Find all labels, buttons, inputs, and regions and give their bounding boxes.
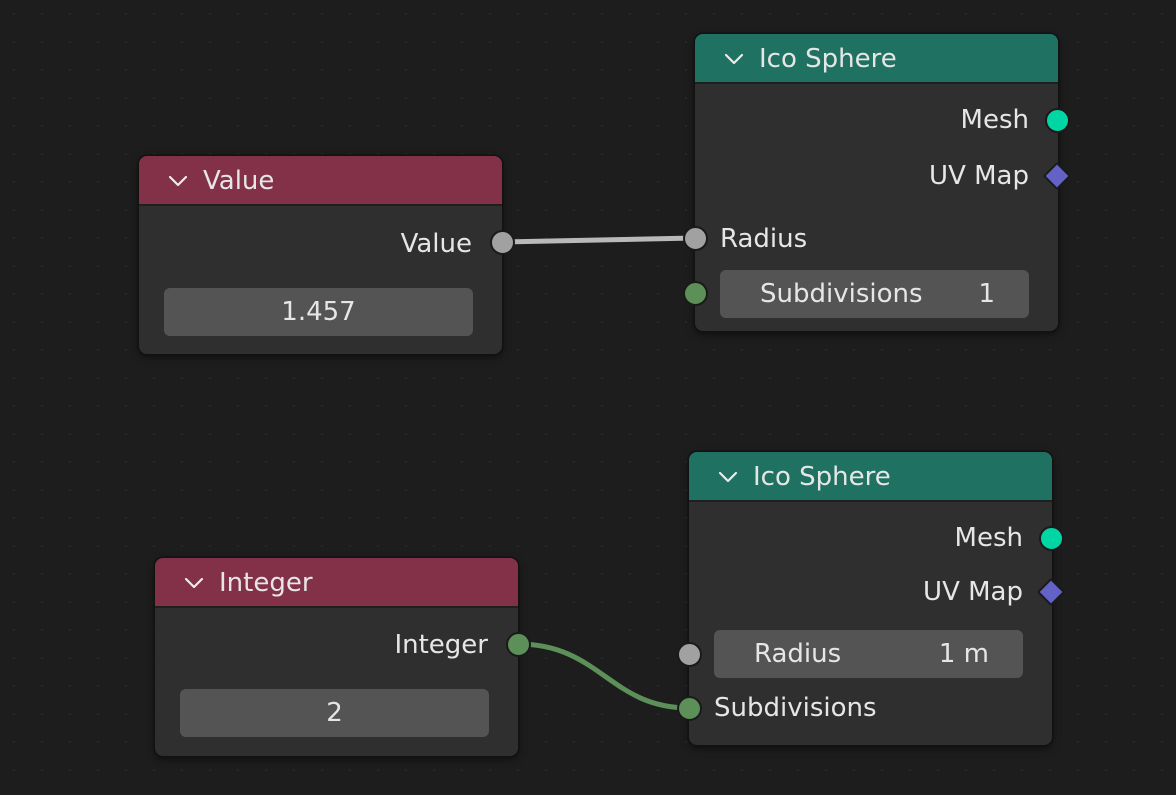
node-header[interactable]: Integer <box>155 558 518 608</box>
link-integer-to-subdivisions[interactable] <box>515 641 692 711</box>
radius-field-value: 1 m <box>938 639 989 669</box>
output-label-mesh: Mesh <box>954 523 1023 553</box>
integer-field[interactable]: 2 <box>180 689 489 737</box>
socket-subdivisions-input[interactable] <box>677 696 702 721</box>
integer-field-number: 2 <box>326 698 343 728</box>
chevron-down-icon[interactable] <box>183 572 205 594</box>
node-header[interactable]: Ico Sphere <box>689 452 1052 502</box>
chevron-down-icon[interactable] <box>723 48 745 70</box>
node-header[interactable]: Value <box>139 156 502 206</box>
node-title: Value <box>203 166 275 196</box>
node-header[interactable]: Ico Sphere <box>695 34 1058 84</box>
radius-field[interactable]: Radius 1 m <box>714 630 1023 678</box>
ico-sphere-node[interactable]: Ico Sphere Mesh UV Map Radius Subdivisio… <box>695 34 1058 331</box>
output-label-value: Value <box>400 229 472 259</box>
node-title: Integer <box>219 568 313 598</box>
value-field[interactable]: 1.457 <box>164 288 473 336</box>
socket-subdivisions-input[interactable] <box>683 281 708 306</box>
link-value-to-radius[interactable] <box>499 235 698 245</box>
radius-field-label: Radius <box>754 639 842 669</box>
node-title: Ico Sphere <box>759 44 897 74</box>
input-label-subdivisions: Subdivisions <box>714 693 877 723</box>
chevron-down-icon[interactable] <box>717 466 739 488</box>
output-label-integer: Integer <box>394 630 488 660</box>
chevron-down-icon[interactable] <box>167 170 189 192</box>
socket-radius-input[interactable] <box>683 226 708 251</box>
socket-mesh-output[interactable] <box>1045 108 1070 133</box>
node-title: Ico Sphere <box>753 462 891 492</box>
input-label-radius: Radius <box>720 224 808 254</box>
value-field-number: 1.457 <box>281 297 356 327</box>
subdivisions-field-value: 1 <box>978 279 995 309</box>
subdivisions-field-label: Subdivisions <box>760 279 923 309</box>
socket-radius-input[interactable] <box>677 642 702 667</box>
socket-value-output[interactable] <box>490 230 515 255</box>
subdivisions-field[interactable]: Subdivisions 1 <box>720 270 1029 318</box>
output-label-uv-map: UV Map <box>923 577 1023 607</box>
ico-sphere-node[interactable]: Ico Sphere Mesh UV Map Radius 1 m Subdiv… <box>689 452 1052 745</box>
output-label-mesh: Mesh <box>960 105 1029 135</box>
output-label-uv-map: UV Map <box>929 161 1029 191</box>
integer-node[interactable]: Integer Integer 2 <box>155 558 518 756</box>
socket-mesh-output[interactable] <box>1039 526 1064 551</box>
socket-integer-output[interactable] <box>506 632 531 657</box>
value-node[interactable]: Value Value 1.457 <box>139 156 502 354</box>
